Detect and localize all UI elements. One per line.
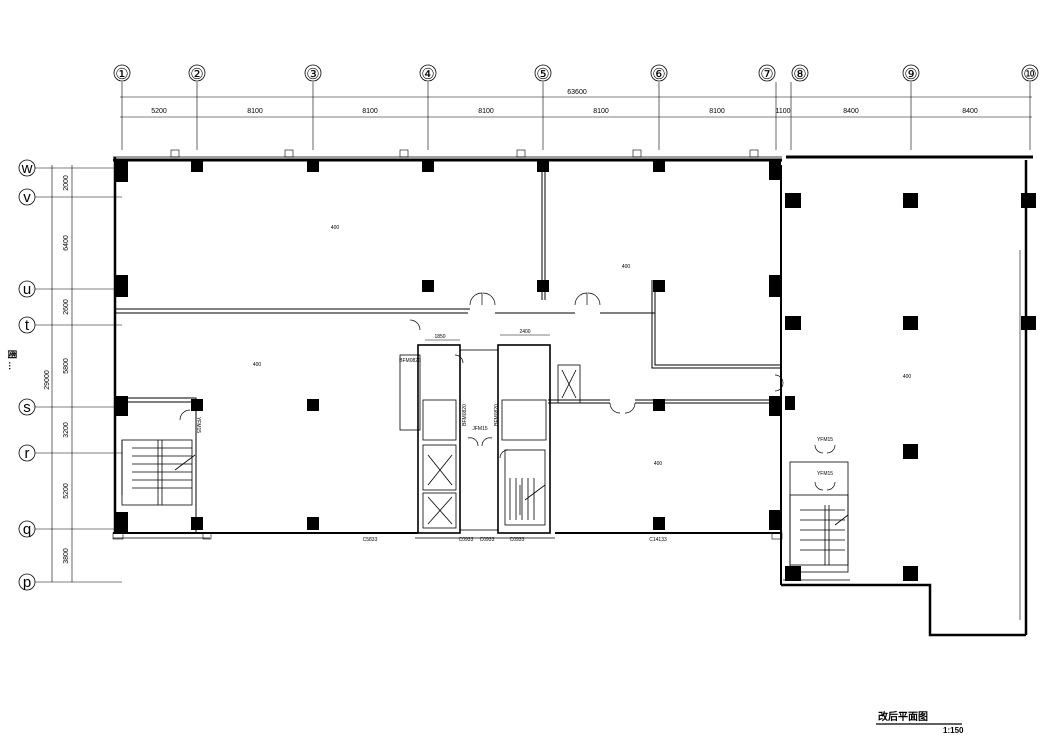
svg-text:⑦: ⑦ [760, 66, 773, 83]
svg-text:s: s [23, 399, 31, 416]
svg-text:400: 400 [903, 374, 912, 380]
grid-label-4: ④ [419, 64, 437, 83]
svg-text:2400: 2400 [519, 329, 530, 335]
core-dimensions: 1850 2400 [425, 329, 550, 341]
drawing-title-block: 改后平面图 1:150 [876, 710, 964, 735]
window-tags: C5833 C0933 C0933 C0933 C14133 [363, 537, 667, 543]
svg-text:5200: 5200 [151, 108, 167, 115]
grid-label-w: w [18, 159, 36, 177]
grid-label-t: t [18, 316, 36, 334]
svg-text:q: q [23, 521, 31, 538]
svg-text:6400: 6400 [63, 235, 70, 251]
svg-text:YFM15: YFM15 [195, 417, 201, 433]
exterior-walls [113, 155, 1033, 637]
grid-label-8: ⑧ [791, 64, 809, 83]
svg-text:p: p [23, 574, 31, 591]
grid-label-9: ⑨ [902, 64, 920, 83]
svg-text:④: ④ [421, 66, 434, 83]
svg-text:BFM0820: BFM0820 [494, 404, 500, 426]
grid-label-p: p [18, 573, 36, 591]
svg-text:400: 400 [331, 225, 340, 231]
svg-text:⑤: ⑤ [536, 66, 549, 83]
side-note: 图 … [7, 350, 17, 371]
svg-text:8100: 8100 [362, 108, 378, 115]
svg-text:⑨: ⑨ [904, 66, 917, 83]
svg-text:C0933: C0933 [480, 537, 495, 543]
grid-label-7: ⑦ [758, 64, 776, 83]
svg-text:1100: 1100 [775, 108, 790, 115]
svg-text:400: 400 [622, 264, 631, 270]
svg-text:②: ② [190, 66, 203, 83]
svg-text:1850: 1850 [434, 334, 445, 340]
svg-text:2600: 2600 [63, 299, 70, 315]
svg-text:C0933: C0933 [510, 537, 525, 543]
svg-text:3800: 3800 [63, 548, 70, 564]
svg-text:C14133: C14133 [649, 537, 667, 543]
svg-text:r: r [25, 445, 30, 462]
svg-text:u: u [23, 281, 31, 298]
svg-text:w: w [21, 160, 33, 177]
svg-text:⑩: ⑩ [1023, 66, 1036, 83]
vertical-core [121, 344, 849, 573]
svg-text:BFM0820: BFM0820 [399, 358, 421, 364]
svg-text:8100: 8100 [593, 108, 609, 115]
interior-partitions [115, 160, 781, 533]
grid-label-10: ⑩ [1021, 64, 1039, 83]
top-dimensions [120, 82, 1032, 150]
svg-text:63600: 63600 [567, 89, 587, 96]
svg-text:400: 400 [654, 461, 663, 467]
grid-label-5: ⑤ [534, 64, 552, 83]
svg-text:YFM15: YFM15 [817, 437, 833, 443]
svg-text:JFM15: JFM15 [472, 426, 488, 432]
left-dimension-texts: 29000 2000 6400 2600 5800 3200 5200 3800 [44, 175, 70, 564]
svg-text:①: ① [115, 66, 128, 83]
svg-text:③: ③ [306, 66, 319, 83]
svg-text:v: v [23, 189, 31, 206]
grid-label-r: r [18, 444, 36, 462]
svg-text:5200: 5200 [63, 483, 70, 499]
svg-text:8100: 8100 [709, 108, 725, 115]
door-tags: YFM15 YFM15 JFM15 BFM0820 BFM0820 BFM082… [195, 358, 833, 477]
grid-label-v: v [18, 188, 36, 206]
svg-text:8400: 8400 [962, 108, 978, 115]
svg-text:C5833: C5833 [363, 537, 378, 543]
svg-text:⑥: ⑥ [652, 66, 665, 83]
drawing-title: 改后平面图 [878, 710, 928, 723]
doors [179, 292, 836, 491]
room-labels: 400 400 400 400 400 [253, 225, 912, 467]
svg-text:29000: 29000 [44, 370, 51, 390]
svg-text:YFM15: YFM15 [817, 471, 833, 477]
grid-label-s: s [18, 398, 36, 416]
svg-text:BFM0820: BFM0820 [462, 404, 468, 426]
grid-label-q: q [18, 520, 36, 538]
top-dimension-texts: 63600 5200 8100 8100 8100 8100 8100 1100… [151, 89, 978, 115]
svg-text:8400: 8400 [843, 108, 859, 115]
grid-label-u: u [18, 280, 36, 298]
svg-text:t: t [25, 317, 30, 334]
grid-label-1: ① [113, 64, 131, 83]
structural-columns [116, 160, 1036, 581]
svg-text:8100: 8100 [247, 108, 263, 115]
column-grid-labels: ① ② ③ ④ ⑤ ⑥ ⑦ ⑧ ⑨ ⑩ [113, 64, 1039, 83]
svg-text:2000: 2000 [63, 175, 70, 191]
grid-label-2: ② [188, 64, 206, 83]
bottom-window-marks [112, 532, 783, 540]
row-grid-labels: w v u t s r q p [18, 159, 36, 591]
svg-text:8100: 8100 [478, 108, 494, 115]
top-window-marks [170, 149, 759, 158]
svg-text:5800: 5800 [63, 358, 70, 374]
grid-label-3: ③ [304, 64, 322, 83]
svg-text:400: 400 [253, 362, 262, 368]
drawing-scale: 1:150 [943, 726, 964, 735]
svg-text:3200: 3200 [63, 422, 70, 438]
left-dimensions [35, 165, 122, 583]
grid-label-6: ⑥ [650, 64, 668, 83]
svg-text:C0933: C0933 [459, 537, 474, 543]
svg-text:⑧: ⑧ [793, 66, 806, 83]
